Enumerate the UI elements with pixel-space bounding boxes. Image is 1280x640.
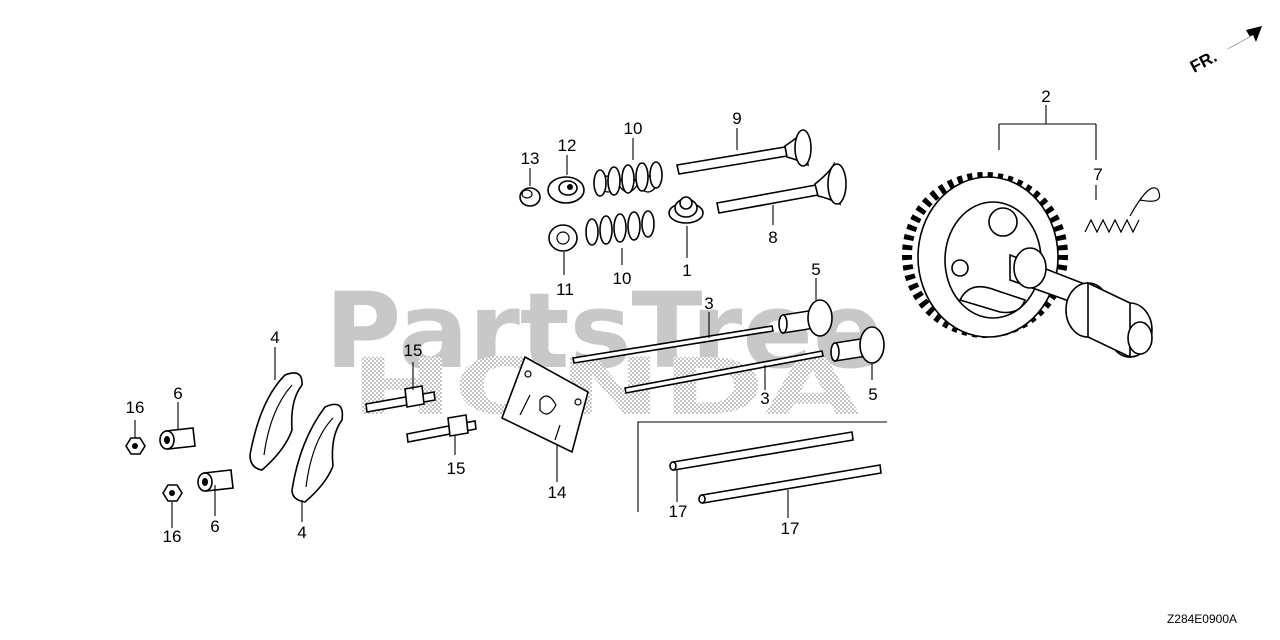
part-10-valve-spring-upper — [593, 161, 663, 197]
callout-5-lower: 5 — [868, 385, 877, 404]
callout-9: 9 — [732, 109, 741, 128]
callout-12: 12 — [558, 136, 577, 155]
diagram-code: Z284E0900A — [1167, 612, 1237, 626]
part-12-spring-retainer — [547, 176, 585, 204]
callout-13: 13 — [521, 149, 540, 168]
part-16-nut-lower — [162, 484, 183, 502]
callout-5-upper: 5 — [811, 260, 820, 279]
part-11-spring-retainer — [548, 224, 578, 252]
callout-14: 14 — [548, 483, 567, 502]
callout-11: 11 — [556, 280, 574, 299]
part-6-pivot-lower — [197, 469, 234, 492]
part-6-pivot-upper — [159, 427, 196, 450]
callout-1: 1 — [682, 261, 691, 280]
part-4-rocker-arm-upper — [249, 372, 303, 471]
part-9-exhaust-valve — [676, 128, 812, 175]
part-17-push-rod-upper — [669, 431, 854, 471]
part-1-valve-stem-seal — [668, 196, 704, 224]
part-5-tappet-lower — [830, 326, 885, 364]
callout-7: 7 — [1093, 165, 1102, 184]
callout-3-upper: 3 — [704, 294, 713, 313]
callout-15-lower: 15 — [447, 459, 466, 478]
callout-4-upper: 4 — [270, 328, 279, 347]
callout-15-upper: 15 — [404, 341, 423, 360]
part-13-valve-cotter — [519, 187, 541, 207]
part-3-push-rod-lower — [624, 350, 824, 394]
callout-4-lower: 4 — [297, 523, 306, 542]
callout-6-upper: 6 — [173, 384, 182, 403]
callout-17-right: 17 — [781, 519, 800, 538]
part-10-valve-spring-lower — [585, 210, 655, 246]
bracket-line-17 — [637, 421, 887, 512]
callout-17-left: 17 — [669, 502, 688, 521]
callout-10-upper: 10 — [624, 119, 643, 138]
part-4-rocker-arm-lower — [291, 403, 344, 503]
part-8-intake-valve — [716, 161, 847, 214]
part-7-decompressor-spring — [1084, 187, 1161, 234]
part-16-nut-upper — [125, 437, 146, 455]
callout-10-lower: 10 — [613, 269, 632, 288]
part-3-push-rod-upper — [572, 325, 774, 364]
callout-6-lower: 6 — [210, 517, 219, 536]
callout-2: 2 — [1041, 87, 1050, 106]
part-2-camshaft-gear — [902, 172, 1153, 359]
front-direction-label: FR. — [1187, 47, 1220, 77]
part-14-push-rod-guide-plate — [500, 355, 589, 454]
front-direction-arrow-icon — [1226, 26, 1262, 50]
callout-8: 8 — [768, 228, 777, 247]
part-15-stud-bolt-lower — [406, 414, 477, 443]
part-15-stud-bolt-upper — [365, 385, 436, 413]
part-5-tappet-upper — [778, 299, 833, 337]
leader-lines — [134, 105, 1097, 528]
front-direction-indicator: FR. — [1187, 26, 1262, 77]
callout-16-upper: 16 — [126, 398, 145, 417]
callout-16-lower: 16 — [163, 527, 182, 546]
callout-3-lower: 3 — [760, 389, 769, 408]
part-17-push-rod-lower — [698, 464, 882, 504]
